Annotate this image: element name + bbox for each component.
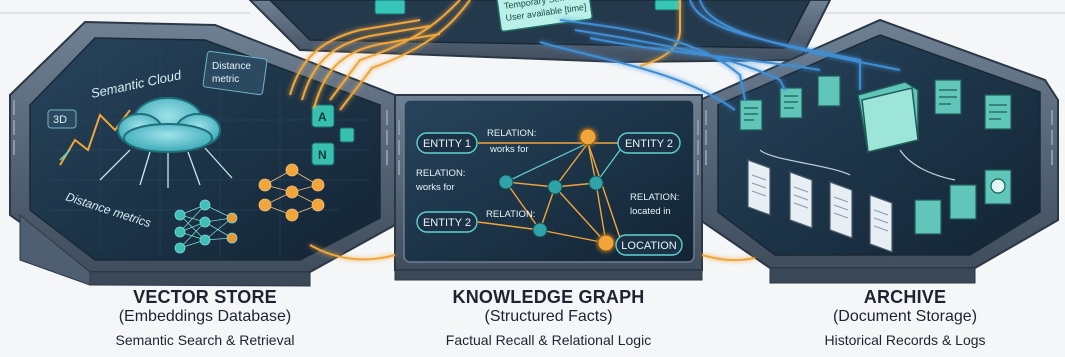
neural-net-orange (258, 163, 325, 222)
knowledge-graph-unit: ENTITY 1 ENTITY 2 ENTITY 2 LOCATION RELA… (394, 94, 703, 281)
relation-works-for-a-line2: works for (489, 144, 529, 155)
badge-3d (47, 109, 77, 129)
folder-icon (857, 81, 919, 153)
top-panel-line1: Temporary St... (503, 0, 565, 11)
archive-connectors (759, 149, 956, 181)
graph-node-4 (532, 222, 548, 238)
knowledge-graph-description: Factual Recall & Relational Logic (445, 332, 652, 348)
relation-works-for-a-line1: RELATION: (487, 128, 536, 139)
key-n-label: N (318, 148, 327, 162)
vector-store-caption: VECTOR STORE (Embeddings Database) Seman… (70, 287, 340, 352)
key-a-label: A (318, 110, 327, 124)
archive-doc-lines (751, 174, 889, 232)
vector-vents (13, 100, 388, 165)
blue-cables (539, 0, 901, 111)
archive-subtitle: (Document Storage) (832, 308, 978, 325)
graph-node-2 (547, 179, 563, 195)
cloud-arrows (99, 147, 233, 188)
entity2-bottom-pill (416, 211, 478, 233)
key-a (311, 104, 335, 128)
top-server: Temporary St... User available [time] (248, 0, 832, 64)
relation-works-for-b-line1: RELATION: (416, 168, 465, 179)
entity1-pill (416, 132, 478, 154)
archive-caption: ARCHIVE (Document Storage) Historical Re… (775, 287, 1035, 352)
location-pill (615, 234, 683, 256)
badge-3d-label: 3D (53, 114, 67, 126)
neural-net-teal (174, 199, 238, 254)
graph-node-3 (588, 175, 604, 191)
knowledge-graph-caption: KNOWLEDGE GRAPH (Structured Facts) Factu… (395, 287, 702, 352)
distance-metric-line2: metric (212, 74, 239, 85)
archive-title: ARCHIVE (863, 287, 947, 307)
top-panel-card-icon-2 (654, 0, 682, 11)
graph-node-1 (498, 174, 514, 190)
location-label: LOCATION (621, 240, 676, 252)
vector-store-title: VECTOR STORE (133, 287, 277, 307)
relation-mid-label: RELATION: (486, 209, 535, 220)
archive-description: Historical Records & Logs (824, 332, 986, 348)
top-status-panel: Temporary St... User available [time] (495, 0, 593, 33)
semantic-cloud-icon (117, 97, 221, 153)
entity2-top-label: ENTITY 2 (625, 138, 673, 150)
archive-documents (747, 159, 893, 253)
vector-screen (29, 37, 381, 261)
relation-works-for-b-line2: works for (415, 182, 455, 193)
key-n (311, 142, 335, 166)
archive-file-icons (914, 169, 1012, 235)
entity1-label: ENTITY 1 (423, 138, 471, 150)
graph-vents (398, 120, 699, 175)
archive-vents (705, 110, 1053, 165)
archive-unit (699, 18, 1059, 284)
entity2-bottom-label: ENTITY 2 (423, 217, 471, 229)
vector-store-description: Semantic Search & Retrieval (115, 332, 295, 348)
distance-metric-line1: Distance (212, 61, 251, 72)
relation-located-line2: located in (630, 206, 671, 217)
top-panel-card-icon (374, 0, 406, 15)
orange-cables (289, 0, 756, 262)
distance-metric-box (202, 50, 268, 96)
vector-store-subtitle: (Embeddings Database) (118, 308, 292, 325)
graph-node-orange-top (579, 128, 597, 146)
entity2-top-pill (617, 132, 681, 154)
relation-located-line1: RELATION: (630, 192, 679, 203)
archive-doc-cards-top (739, 75, 1012, 131)
vector-store-unit: 3D Semantic Cloud Distance metric Distan… (9, 20, 396, 287)
knowledge-graph-subtitle: (Structured Facts) (484, 308, 613, 325)
knowledge-graph-title: KNOWLEDGE GRAPH (452, 287, 645, 307)
graph-node-orange-bottom (597, 234, 615, 252)
